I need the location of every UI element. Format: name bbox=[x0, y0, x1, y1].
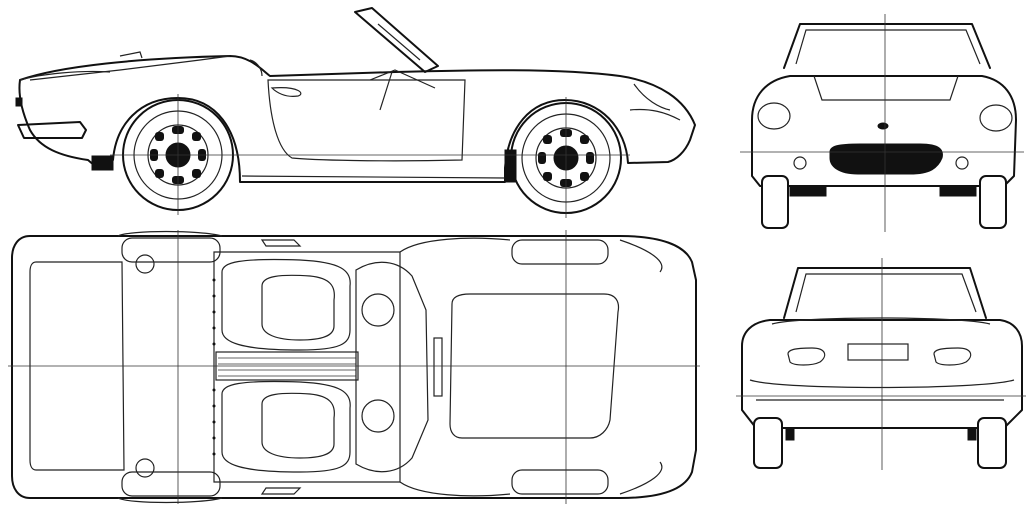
top-seat-right-cushion bbox=[261, 392, 335, 459]
front-bonnet-bulge bbox=[813, 75, 959, 101]
top-front-left-wheel bbox=[511, 239, 609, 265]
rear-body-outline bbox=[741, 319, 1023, 429]
side-front-lamp bbox=[15, 97, 23, 107]
front-headlamp-left bbox=[757, 102, 791, 130]
rear-lamp-right bbox=[933, 347, 972, 366]
top-right-door-handle bbox=[260, 487, 302, 495]
top-seat-right bbox=[221, 380, 351, 473]
side-windscreen-frame bbox=[377, 23, 421, 61]
top-cockpit-opening bbox=[213, 251, 401, 483]
front-badge bbox=[877, 122, 889, 130]
top-grille-vent bbox=[433, 337, 443, 397]
front-windscreen-inner bbox=[795, 29, 981, 65]
front-indicator-right bbox=[955, 156, 969, 170]
top-left-headlamp bbox=[619, 239, 663, 273]
top-left-door-handle bbox=[260, 239, 302, 247]
top-bonnet-panel bbox=[449, 293, 620, 439]
top-front-right-wheel bbox=[511, 469, 609, 495]
side-body-outline bbox=[18, 55, 696, 183]
top-bonnet-right-line bbox=[399, 481, 511, 497]
side-quarter-vent bbox=[369, 69, 436, 111]
side-rear-deck-line bbox=[29, 55, 231, 81]
top-rear-left-wheel bbox=[121, 237, 221, 263]
top-steering-left bbox=[361, 293, 395, 327]
front-body-outline bbox=[751, 75, 1017, 187]
rear-exhaust-left bbox=[785, 427, 795, 441]
top-bonnet-left-line bbox=[399, 237, 511, 253]
rear-exhaust-right bbox=[967, 427, 977, 441]
top-rear-right-fender bbox=[117, 497, 223, 504]
side-rear-valance bbox=[91, 155, 114, 171]
top-seat-left-cushion bbox=[261, 274, 335, 341]
front-view bbox=[740, 14, 1024, 232]
side-fuel-cap bbox=[119, 51, 143, 59]
top-fuel-cap-right bbox=[135, 458, 155, 478]
top-steering-right bbox=[361, 399, 395, 433]
side-front-bumper bbox=[17, 121, 87, 139]
rear-number-plate bbox=[847, 343, 909, 361]
rear-tyre-right bbox=[977, 417, 1007, 469]
side-rocker-line bbox=[241, 175, 506, 179]
rear-bumper-line bbox=[749, 379, 1015, 389]
rear-view bbox=[736, 258, 1026, 470]
top-view bbox=[8, 230, 700, 504]
rear-tyre-left bbox=[753, 417, 783, 469]
rear-windscreen-inner bbox=[795, 273, 977, 313]
rear-deck-lip bbox=[771, 317, 991, 325]
front-headlamp-right bbox=[979, 104, 1013, 132]
rear-lamp-left bbox=[787, 347, 826, 366]
side-view bbox=[15, 7, 696, 218]
top-rivet-row bbox=[212, 278, 216, 456]
top-windscreen-frame bbox=[355, 261, 429, 473]
top-boot-lid bbox=[29, 261, 125, 471]
front-valance-left bbox=[789, 185, 827, 197]
top-right-headlamp bbox=[619, 461, 663, 495]
rear-windscreen bbox=[783, 267, 987, 319]
side-headlamp-line bbox=[633, 83, 671, 111]
top-rear-right-wheel bbox=[121, 471, 221, 497]
front-grille bbox=[829, 143, 943, 175]
front-tyre-left bbox=[761, 175, 789, 229]
top-rear-left-fender bbox=[117, 230, 223, 237]
top-seat-left bbox=[221, 258, 351, 351]
side-rollbar bbox=[249, 59, 263, 77]
top-body-outline bbox=[11, 235, 697, 499]
side-windscreen bbox=[354, 7, 439, 73]
front-indicator-left bbox=[793, 156, 807, 170]
side-front-crease-2 bbox=[629, 108, 681, 121]
front-valance-right bbox=[939, 185, 977, 197]
side-door bbox=[267, 79, 466, 162]
top-fuel-cap-left bbox=[135, 254, 155, 274]
side-door-handle bbox=[270, 87, 302, 97]
front-windscreen bbox=[783, 23, 991, 69]
front-tyre-right bbox=[979, 175, 1007, 229]
